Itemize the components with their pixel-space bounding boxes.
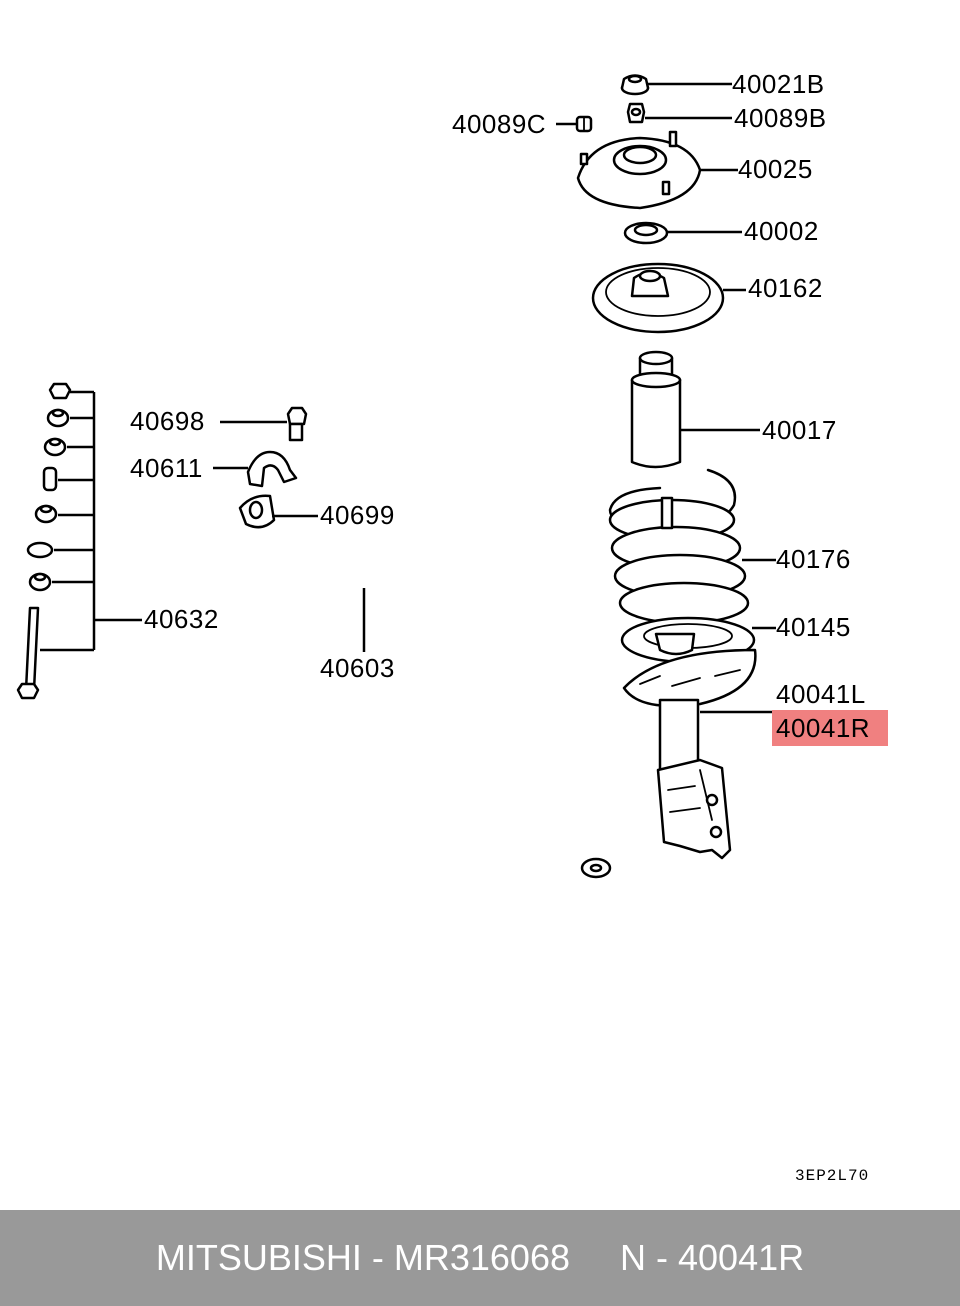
nut-40089b [626,102,646,124]
bracket-lines-40632 [40,390,142,652]
stabilizer-bar-40603 [63,515,617,879]
highlight-40041r [772,710,888,746]
parts-diagram: 40021B 40089B 40089C 40025 40002 40162 4… [16,69,888,1185]
label-40089c: 40089C [452,109,546,139]
label-40176: 40176 [776,544,851,574]
label-40603: 40603 [320,653,395,683]
footer-bar: MITSUBISHI - MR316068 N - 40041R [0,1210,960,1306]
label-40041r: 40041R [776,713,870,743]
label-40017: 40017 [762,415,837,445]
label-40632: 40632 [144,604,219,634]
label-40041l: 40041L [776,679,866,709]
label-40611: 40611 [130,453,203,483]
nut-40089c [575,115,593,133]
dust-boot-40017 [630,350,682,469]
label-40698: 40698 [130,406,205,436]
bolt-40698 [286,406,308,442]
spring-seat-40162 [591,262,725,334]
bushing-40699 [238,494,276,529]
label-40145: 40145 [776,612,851,642]
diagram-code: 3EP2L70 [795,1167,869,1185]
label-40002: 40002 [744,216,819,246]
strut-mount-40025 [576,130,702,210]
strut-40041 [622,648,757,860]
coil-spring-40176 [608,468,750,625]
label-40025: 40025 [738,154,813,184]
label-40699: 40699 [320,500,395,530]
stabilizer-link-40632 [16,382,72,700]
label-40162: 40162 [748,273,823,303]
label-40021b: 40021B [732,69,825,99]
bracket-40611 [246,450,298,488]
bearing-40002 [623,221,669,245]
label-40089b: 40089B [734,103,827,133]
cap-40021b [620,74,650,96]
footer-part-number: MITSUBISHI - MR316068 N - 40041R [155,1237,805,1278]
